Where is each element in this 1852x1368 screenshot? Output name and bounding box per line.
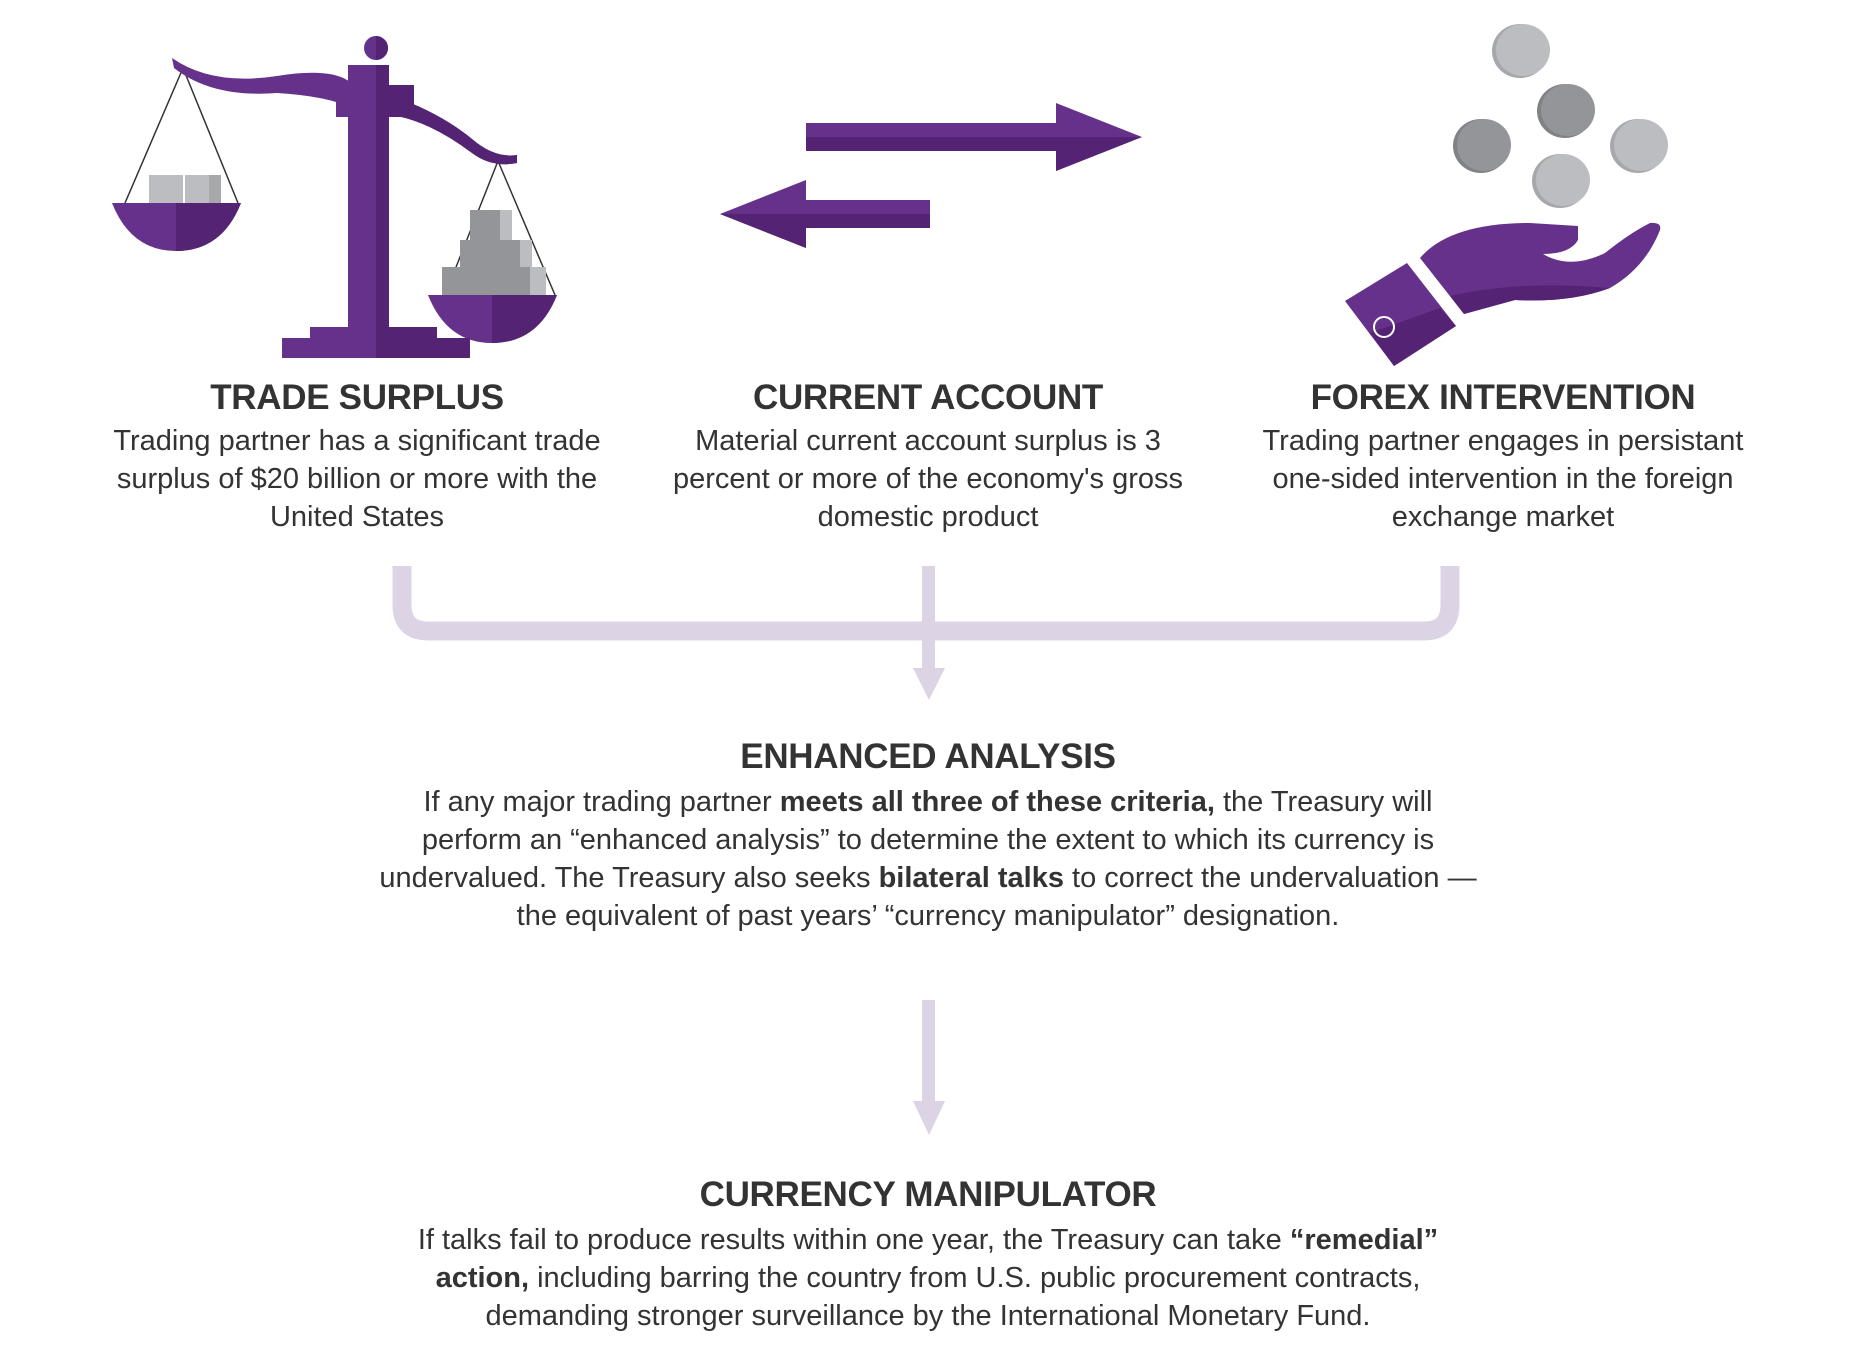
down-connector xyxy=(913,1000,945,1135)
text-segment: including barring the country from U.S. … xyxy=(485,1262,1421,1332)
currency-manipulator-section: CURRENCY MANIPULATOR If talks fail to pr… xyxy=(376,1173,1480,1335)
hand-coins-icon xyxy=(1345,24,1668,366)
center-connector-line xyxy=(922,566,935,672)
criterion-description: Trading partner has a significant trade … xyxy=(113,425,601,533)
down-arrow-icon xyxy=(913,1101,945,1135)
arrows-exchange-icon xyxy=(720,103,1142,248)
coin-icon xyxy=(1492,24,1550,78)
text-segment: the Treasury will perform an “enhanced a… xyxy=(379,786,1435,894)
merge-connector xyxy=(392,566,1460,700)
enhanced-analysis-text: If any major trading partner meets all t… xyxy=(376,783,1480,935)
connector-line xyxy=(922,1000,935,1105)
down-arrow-icon xyxy=(913,668,945,700)
coin-icon xyxy=(1537,84,1595,138)
emphasis-criteria: meets all three of these criteria, xyxy=(779,786,1215,818)
enhanced-analysis-title: ENHANCED ANALYSIS xyxy=(740,737,1116,776)
text-segment: If any major trading partner xyxy=(423,786,780,818)
criterion-current-account: CURRENT ACCOUNT Material current account… xyxy=(668,376,1188,536)
currency-manipulator-text: If talks fail to produce results within … xyxy=(376,1221,1480,1335)
currency-manipulator-title: CURRENCY MANIPULATOR xyxy=(699,1175,1157,1214)
criterion-title: FOREX INTERVENTION xyxy=(1310,378,1696,417)
coin-icon xyxy=(1610,119,1668,173)
text-segment: If talks fail to produce results within … xyxy=(417,1224,1290,1256)
emphasis-bilateral-talks: bilateral talks xyxy=(878,862,1064,894)
coin-icon xyxy=(1453,119,1511,173)
text-segment: to correct the undervaluation — the equi… xyxy=(516,862,1477,932)
criterion-trade-surplus: TRADE SURPLUS Trading partner has a sign… xyxy=(82,376,632,536)
emphasis-remedial-action: “remedial” action, xyxy=(435,1224,1439,1294)
scale-icon xyxy=(112,36,557,358)
criterion-description: Material current account surplus is 3 pe… xyxy=(672,425,1184,533)
criterion-title: TRADE SURPLUS xyxy=(210,378,504,417)
criterion-title: CURRENT ACCOUNT xyxy=(752,378,1103,417)
coin-icon xyxy=(1532,154,1590,208)
cufflink-icon xyxy=(1373,316,1395,338)
enhanced-analysis-section: ENHANCED ANALYSIS If any major trading p… xyxy=(376,735,1480,935)
criterion-forex-intervention: FOREX INTERVENTION Trading partner engag… xyxy=(1228,376,1778,536)
criterion-description: Trading partner engages in persistant on… xyxy=(1262,425,1744,533)
